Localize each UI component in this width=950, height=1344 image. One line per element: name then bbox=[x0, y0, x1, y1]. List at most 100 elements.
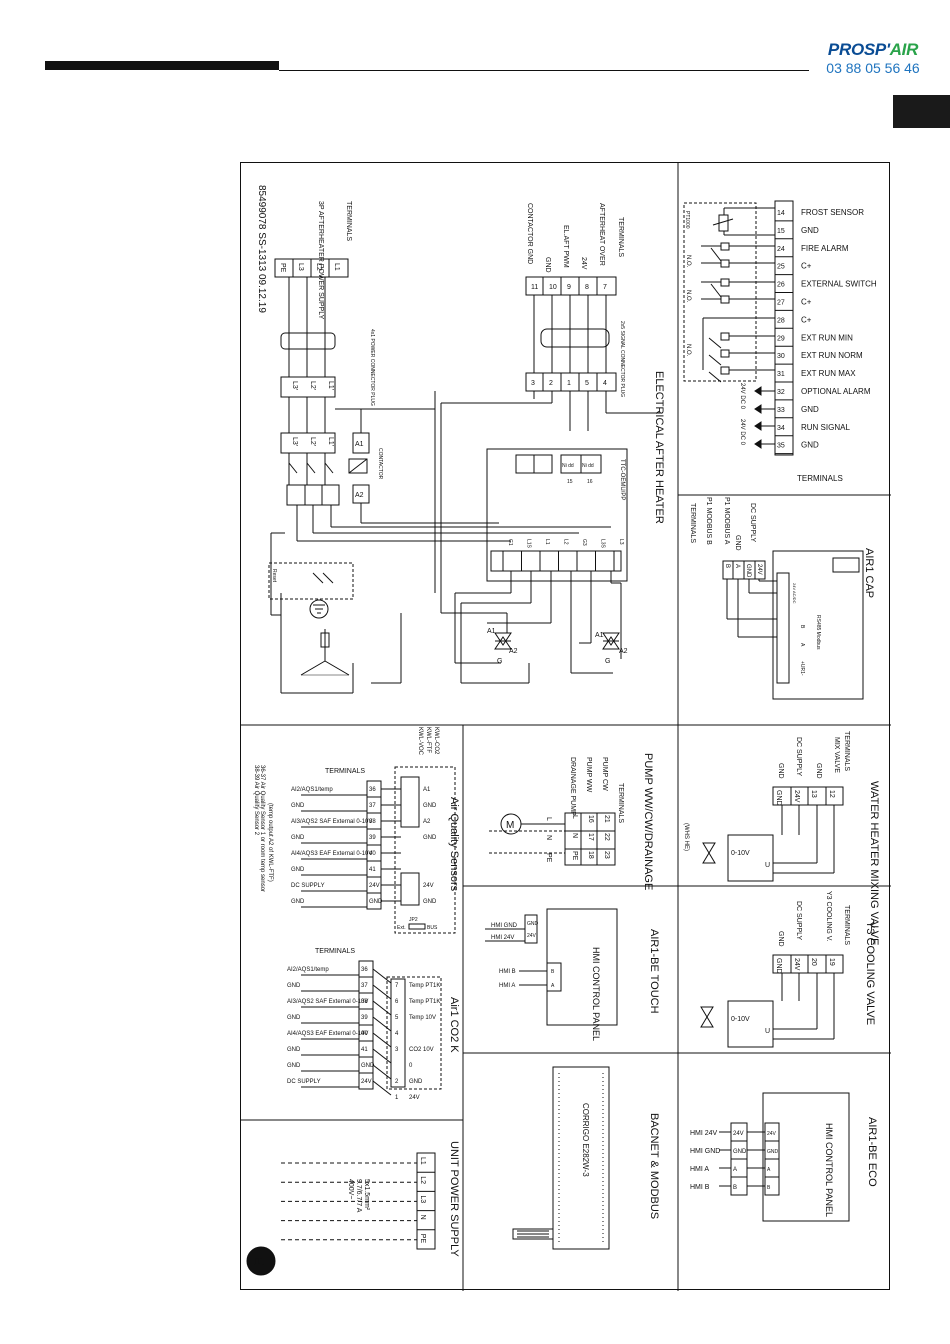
eco-pin-label: B bbox=[733, 1185, 737, 1191]
terminal-label: C+ bbox=[801, 298, 812, 307]
y3-pin-label: 19 bbox=[828, 958, 835, 966]
wh-pin-label: 12 bbox=[828, 790, 835, 798]
signal-plug-label: 2x5 SIGNAL CONNECTOR PLUG bbox=[619, 321, 625, 397]
co2-row-pin: 5 bbox=[395, 1015, 399, 1021]
terminal-label: C+ bbox=[801, 262, 812, 271]
doc-reference: 85499078 SS-1313 09.12.19 bbox=[256, 185, 267, 313]
signal-wires bbox=[533, 295, 607, 373]
power-row-label: L1 bbox=[419, 1157, 426, 1165]
co2-row-pin: 6 bbox=[395, 999, 399, 1005]
pump-grid-cell: 23 bbox=[603, 851, 610, 859]
ttc-io-label: L1S bbox=[526, 539, 532, 549]
aq-row-label: DC SUPPLY bbox=[291, 883, 325, 889]
signal-plug-number: 3 bbox=[531, 380, 535, 387]
power-row-label: L3 bbox=[419, 1195, 426, 1203]
ttc-io-label: L1 bbox=[544, 539, 550, 545]
aq-row-num: 24V bbox=[369, 883, 380, 889]
co2-row-sig: Temp PT1K bbox=[409, 999, 440, 1005]
plug-row-label: L1' bbox=[327, 437, 334, 446]
aq-row-label: AI2/AQS1/temp bbox=[291, 787, 333, 793]
power-spec-3: 400V~ bbox=[347, 1179, 354, 1199]
y3-gnd: GND bbox=[777, 931, 784, 947]
aq-row-num: 37 bbox=[369, 803, 376, 809]
wh-u: U bbox=[765, 862, 770, 869]
aq-bus: BUS bbox=[427, 925, 438, 931]
terminal-label: GND bbox=[801, 405, 819, 414]
triac-1: A1 A2 G bbox=[487, 628, 518, 665]
terminal-number: 35 bbox=[777, 443, 785, 450]
cap-rs485: RS485 Modbus bbox=[815, 615, 821, 650]
wh-dc-supply: DC SUPPLY bbox=[795, 737, 802, 776]
co2-row-sig: 0 bbox=[409, 1063, 413, 1069]
eco-pin-label: A bbox=[733, 1167, 737, 1173]
aq-row-label: GND bbox=[291, 867, 305, 873]
air1-be-touch-panel: AIR1-BE TOUCH HMI CONTROL PANEL HMI GND … bbox=[485, 908, 660, 1041]
eco-title: AIR1-BE ECO bbox=[866, 1117, 878, 1187]
eco-row-label: HMI GND bbox=[690, 1148, 720, 1155]
eah-afterheat-over: AFTERHEAT OVER bbox=[598, 203, 605, 266]
aq-row-label: GND bbox=[291, 899, 305, 905]
ttc-io-label: L3 bbox=[618, 539, 624, 545]
touch-hmi-gnd: HMI GND bbox=[491, 923, 518, 929]
touch-pin-a: A bbox=[551, 983, 555, 989]
io-label-16: 16 bbox=[587, 479, 593, 485]
wh-mix-valve: MIX VALVE bbox=[833, 737, 840, 773]
eah-contactor-gnd: CONTACTOR GND bbox=[526, 203, 533, 264]
terminal-label: EXTERNAL SWITCH bbox=[801, 280, 877, 289]
co2-row-label: DC SUPPLY bbox=[287, 1079, 321, 1085]
triac-2: A1 A2 G bbox=[595, 632, 628, 665]
no-label-2: N.O. bbox=[685, 290, 691, 303]
pump-line-label: N bbox=[545, 835, 552, 840]
triac2-g: G bbox=[605, 658, 610, 665]
wh-whs: (WHS HE) bbox=[683, 823, 689, 851]
aq-row-pin: GND bbox=[423, 803, 437, 809]
power-row-label: PE bbox=[279, 263, 286, 273]
power-spec-1: 5x1.5mm² bbox=[363, 1179, 370, 1211]
pump-panel: PUMP WW/CW/DRAINAGE TERMINALS PUMP CW PU… bbox=[489, 753, 654, 890]
co2-title: Air1 CO2 K bbox=[448, 997, 460, 1053]
reset-label: Reset bbox=[271, 569, 277, 583]
eco-inner-label: GND bbox=[767, 1149, 779, 1155]
y3-range: 0-10V bbox=[731, 1016, 750, 1023]
eco-row-label: HMI B bbox=[690, 1184, 710, 1191]
touch-panel: HMI CONTROL PANEL bbox=[591, 947, 601, 1041]
pump-grid-cell: 21 bbox=[603, 815, 610, 823]
eco-row-label: HMI A bbox=[690, 1166, 709, 1173]
water-heater-title: WATER HEATER MIXING VALVE bbox=[868, 781, 880, 945]
y3-pin-label: 24V bbox=[793, 958, 800, 971]
terminal-number: 27 bbox=[777, 300, 785, 307]
aq-title: Air Quality Sensors bbox=[448, 797, 460, 892]
co2-row-pin: 2 bbox=[395, 1079, 399, 1085]
y3-u: U bbox=[765, 1028, 770, 1035]
cap-pin-label: B bbox=[724, 564, 730, 568]
ttc-io-label: L3S bbox=[600, 539, 606, 549]
aq-row-label: GND bbox=[291, 835, 305, 841]
terminal-number: 28 bbox=[777, 317, 785, 324]
contactor-a2: A2 bbox=[355, 492, 364, 499]
aq-row-pin: A1 bbox=[423, 787, 431, 793]
page-marker: E bbox=[250, 1255, 267, 1265]
brand-suffix: AIR bbox=[889, 40, 919, 59]
terminal-number: 24 bbox=[777, 246, 785, 253]
cap-24vac: 24V AC/DC bbox=[792, 583, 797, 604]
ttc-io-label: L2 bbox=[563, 539, 569, 545]
dc-label-1: 24V DC 0 bbox=[739, 383, 745, 410]
co2-row-num: 41 bbox=[361, 1047, 368, 1053]
pump-line-label: PE bbox=[545, 853, 552, 863]
touch-hmi-a: HMI A bbox=[499, 983, 515, 989]
eco-pin-label: 24V bbox=[733, 1131, 744, 1137]
bacnet-controller: CORRIGO E282W-3 bbox=[581, 1103, 590, 1177]
cap-ref: +UR1- bbox=[799, 661, 805, 676]
corner-tab bbox=[893, 95, 950, 128]
terminal-number: 14 bbox=[777, 210, 785, 217]
co2-row-label: GND bbox=[287, 983, 301, 989]
pt1000-label: PT1000 bbox=[684, 211, 690, 229]
ttc-io-label: G1 bbox=[507, 539, 513, 546]
eco-row-label: HMI 24V bbox=[690, 1130, 718, 1137]
panel-dividers bbox=[241, 163, 891, 1291]
power-spec-2: 9.7/6.7/7 A bbox=[355, 1179, 362, 1213]
